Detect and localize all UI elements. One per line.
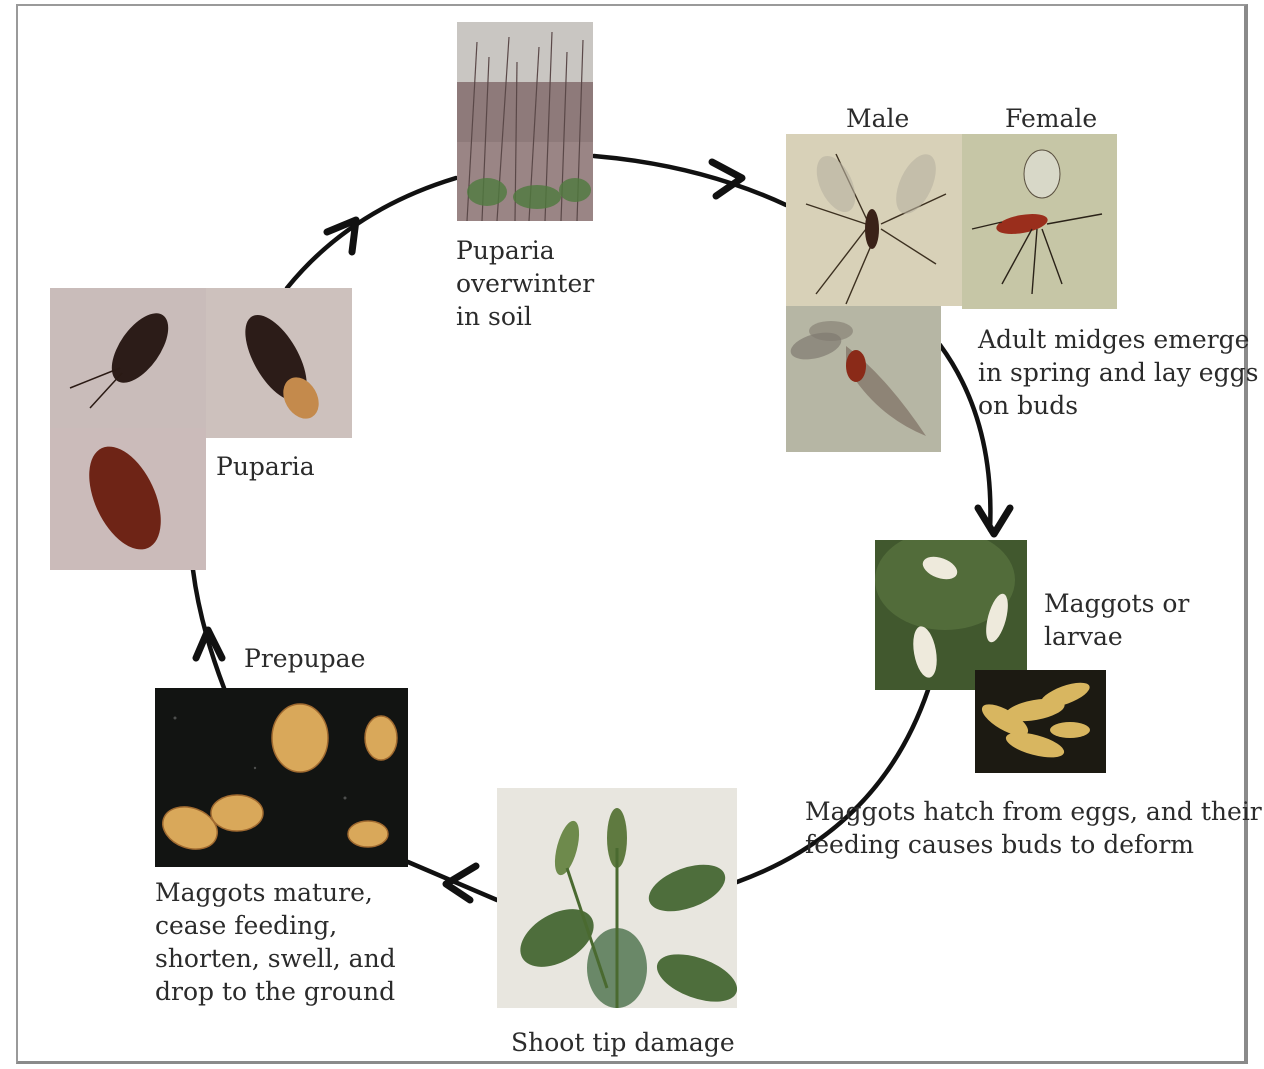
label-larvae: Maggots or larvae [1044, 587, 1189, 653]
label-puparia: Puparia [216, 450, 315, 483]
label-male: Male [846, 102, 909, 135]
label-female: Female [1005, 102, 1097, 135]
photo-female-midge [962, 134, 1117, 309]
photo-puparia-1 [50, 288, 206, 428]
arc-puparia-to-overwinter [287, 178, 456, 288]
arrowhead-right [978, 508, 1010, 534]
photo-male-midge [786, 134, 962, 306]
label-overwinter: Puparia overwinter in soil [456, 234, 594, 333]
label-prepupae: Prepupae [244, 642, 365, 675]
label-mature: Maggots mature, cease feeding, shorten, … [155, 876, 396, 1008]
arc-overwinter-to-adults [594, 156, 786, 205]
photo-prepupae [155, 688, 408, 867]
label-adults: Adult midges emerge in spring and lay eg… [978, 323, 1258, 422]
label-shoot-tip-damage: Shoot tip damage [511, 1026, 735, 1059]
photo-egg-laying-midge [786, 306, 941, 452]
photo-overwinter-field [457, 22, 593, 221]
photo-larvae-cluster [975, 670, 1106, 773]
photo-puparia-3 [50, 428, 206, 570]
label-hatch: Maggots hatch from eggs, and their feedi… [805, 795, 1262, 861]
photo-shoot-tip-damage [497, 788, 737, 1008]
photo-maggots [875, 540, 1027, 690]
photo-puparia-2 [206, 288, 352, 438]
